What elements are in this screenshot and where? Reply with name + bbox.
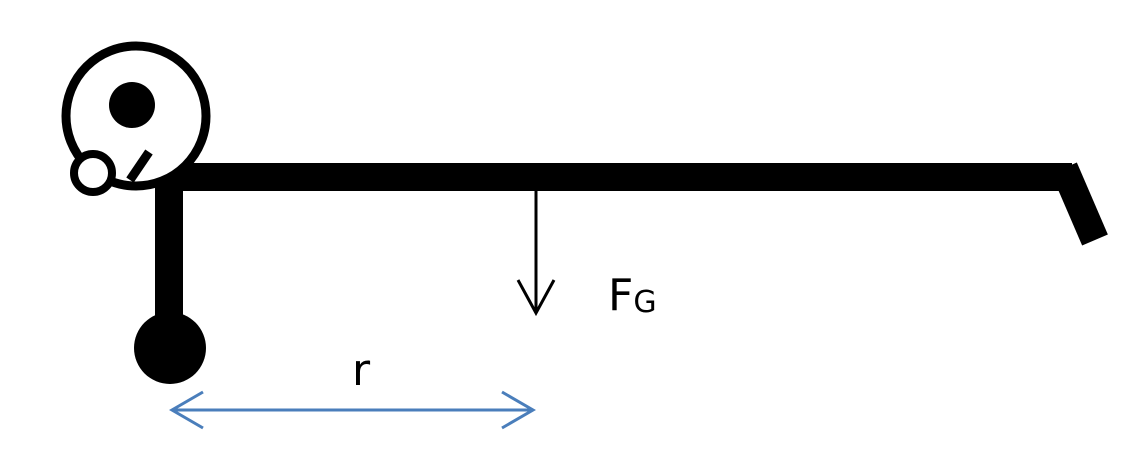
pulley-axle (109, 82, 155, 128)
hinge-ring (70, 150, 116, 196)
beam-end-hook (1051, 162, 1108, 246)
gravity-force-arrow (516, 191, 556, 317)
gravity-force-symbol: F (608, 270, 633, 321)
bottom-weight-ball (134, 312, 206, 384)
distance-arrow (169, 390, 536, 430)
latch-tick (126, 149, 153, 183)
gravity-force-subscript: G (633, 285, 656, 320)
distance-label: r (352, 345, 371, 396)
gravity-force-label: FG (608, 270, 657, 321)
